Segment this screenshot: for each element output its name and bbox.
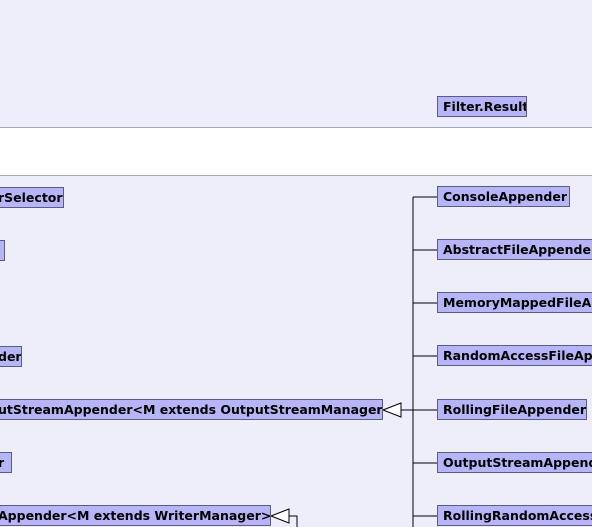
class-stub-r[interactable]: r — [0, 452, 12, 473]
class-writer-appender[interactable]: Appender<M extends WriterManager> — [0, 505, 271, 526]
class-filter-result[interactable]: Filter.Result — [437, 96, 527, 117]
class-output-stream-appender[interactable]: utStreamAppender<M extends OutputStreamM… — [0, 399, 383, 420]
edge-writer-appender — [289, 515, 298, 527]
class-abstract-file-appender[interactable]: AbstractFileAppender — [437, 239, 592, 260]
generalization-arrowhead-icon — [269, 508, 290, 524]
class-random-access-file-appender[interactable]: RandomAccessFileApp — [437, 345, 592, 366]
class-memory-mapped-file-appender[interactable]: MemoryMappedFileAp — [437, 292, 592, 313]
class-rolling-random-access[interactable]: RollingRandomAccess — [437, 505, 592, 526]
class-stub-der[interactable]: der — [0, 346, 22, 367]
class-rolling-file-appender[interactable]: RollingFileAppender — [437, 399, 587, 420]
generalization-arrowhead-icon — [381, 402, 402, 418]
class-selector[interactable]: rSelector — [0, 187, 64, 208]
class-console-appender[interactable]: ConsoleAppender — [437, 186, 570, 207]
diagram-band-separator — [0, 128, 592, 176]
class-stub-a[interactable] — [0, 240, 5, 261]
class-output-stream-appender-right[interactable]: OutputStreamAppend — [437, 452, 592, 473]
